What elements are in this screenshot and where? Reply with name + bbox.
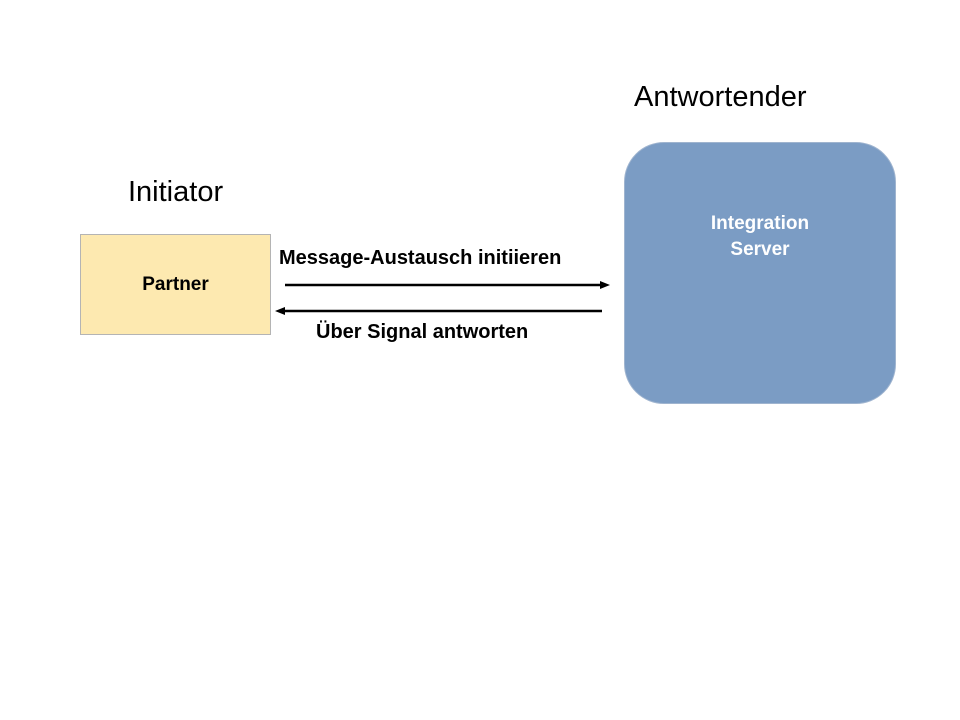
response-arrow-label: Über Signal antworten — [316, 321, 529, 343]
responder-heading: Antwortender — [634, 81, 807, 113]
response-arrow — [275, 307, 602, 315]
server-label-line2: Server — [730, 239, 790, 260]
server-label-line1: Integration — [710, 213, 810, 234]
partner-box: Partner — [80, 234, 271, 335]
request-arrow — [285, 281, 610, 289]
request-arrow-label: Message-Austausch initiieren — [279, 247, 562, 269]
initiator-heading: Initiator — [128, 176, 224, 208]
partner-label: Partner — [142, 273, 209, 295]
integration-server-box: Integration Server — [624, 142, 896, 404]
